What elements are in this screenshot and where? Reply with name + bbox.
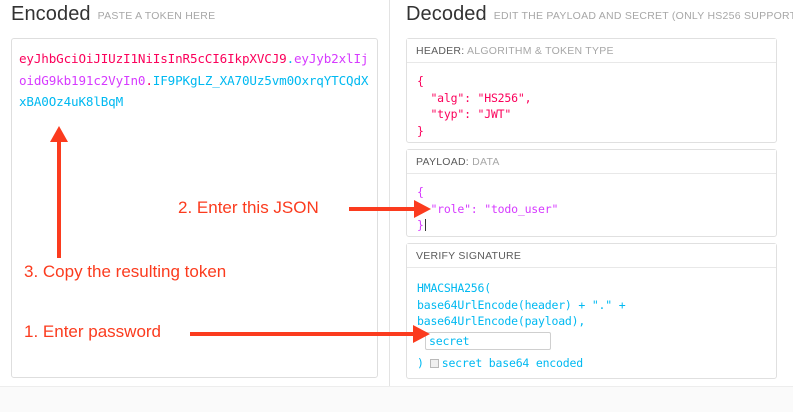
decoded-payload-label-desc: DATA	[472, 156, 500, 168]
secret-base64-label: secret base64 encoded	[441, 355, 583, 370]
encoded-title: Encoded	[11, 3, 91, 25]
close-paren: )	[417, 355, 424, 370]
decoded-signature-panel-label: VERIFY SIGNATURE	[407, 244, 776, 268]
hmac-line-2: base64UrlEncode(header) + "." +	[417, 297, 626, 312]
decoded-header-label-key: HEADER:	[416, 45, 465, 57]
secret-input[interactable]	[425, 331, 551, 350]
hmac-line-1: HMACSHA256(	[417, 281, 491, 295]
decoded-signature-label-key: VERIFY SIGNATURE	[416, 250, 522, 262]
decoded-payload-panel: PAYLOAD: DATA { "role": "todo_user" }	[406, 149, 777, 237]
decoded-payload-json-wrap[interactable]: { "role": "todo_user" }	[407, 174, 776, 242]
decoded-payload-label-key: PAYLOAD:	[416, 156, 469, 168]
decoded-signature-body: HMACSHA256( base64UrlEncode(header) + ".…	[407, 268, 776, 379]
jwt-dot-separator-1: .	[286, 51, 295, 66]
decoded-column: Decoded EDIT THE PAYLOAD AND SECRET (ONLY…	[389, 0, 793, 411]
annotation-step1-text: 1. Enter password	[24, 322, 162, 341]
bottom-strip	[0, 386, 793, 412]
hmac-line-3: base64UrlEncode(payload),	[417, 314, 586, 328]
jwt-token-text: eyJhbGciOiJIUzI1NiIsInR5cCI6IkpXVCJ9.eyJ…	[19, 48, 371, 113]
jwt-payload-segment: eyJyb2xlIjoidG9kb191c2VyIn0	[19, 51, 369, 88]
decoded-title: Decoded	[406, 3, 487, 25]
decoded-payload-json: { "role": "todo_user" }	[417, 185, 559, 232]
decoded-payload-panel-label: PAYLOAD: DATA	[407, 150, 776, 174]
encoded-subtitle: PASTE A TOKEN HERE	[97, 9, 216, 22]
text-cursor	[424, 219, 426, 231]
decoded-signature-panel: VERIFY SIGNATURE HMACSHA256( base64UrlEn…	[406, 243, 777, 379]
annotation-step3-text: 3. Copy the resulting token	[24, 262, 227, 281]
secret-base64-checkbox[interactable]	[429, 358, 439, 368]
decoded-header-json[interactable]: { "alg": "HS256", "typ": "JWT" }	[417, 74, 532, 138]
encoded-heading: Encoded PASTE A TOKEN HERE	[11, 3, 215, 26]
decoded-header-label-desc: ALGORITHM & TOKEN TYPE	[467, 45, 614, 57]
signature-close-row: ) secret base64 encoded	[417, 355, 776, 372]
jwt-dot-separator-2: .	[145, 72, 153, 88]
jwt-signature-segment: IF9PKgLZ_XA70Uz5vm0OxrqYTCQdXxBA0Oz4uK8l…	[19, 72, 369, 110]
encoded-column: Encoded PASTE A TOKEN HERE eyJhbGciOiJIUz…	[0, 0, 389, 411]
decoded-heading: Decoded EDIT THE PAYLOAD AND SECRET (ONLY…	[406, 3, 793, 26]
jwt-header-segment: eyJhbGciOiJIUzI1NiIsInR5cCI6IkpXVCJ9	[19, 51, 287, 66]
secret-input-row	[417, 331, 776, 352]
annotation-step2-text: 2. Enter this JSON	[178, 198, 319, 217]
encoded-token-textarea[interactable]: eyJhbGciOiJIUzI1NiIsInR5cCI6IkpXVCJ9.eyJ…	[11, 38, 378, 378]
decoded-header-panel-label: HEADER: ALGORITHM & TOKEN TYPE	[407, 39, 776, 63]
decoded-subtitle: EDIT THE PAYLOAD AND SECRET (ONLY HS256 …	[493, 9, 793, 22]
decoded-header-panel: HEADER: ALGORITHM & TOKEN TYPE { "alg": …	[406, 38, 777, 143]
